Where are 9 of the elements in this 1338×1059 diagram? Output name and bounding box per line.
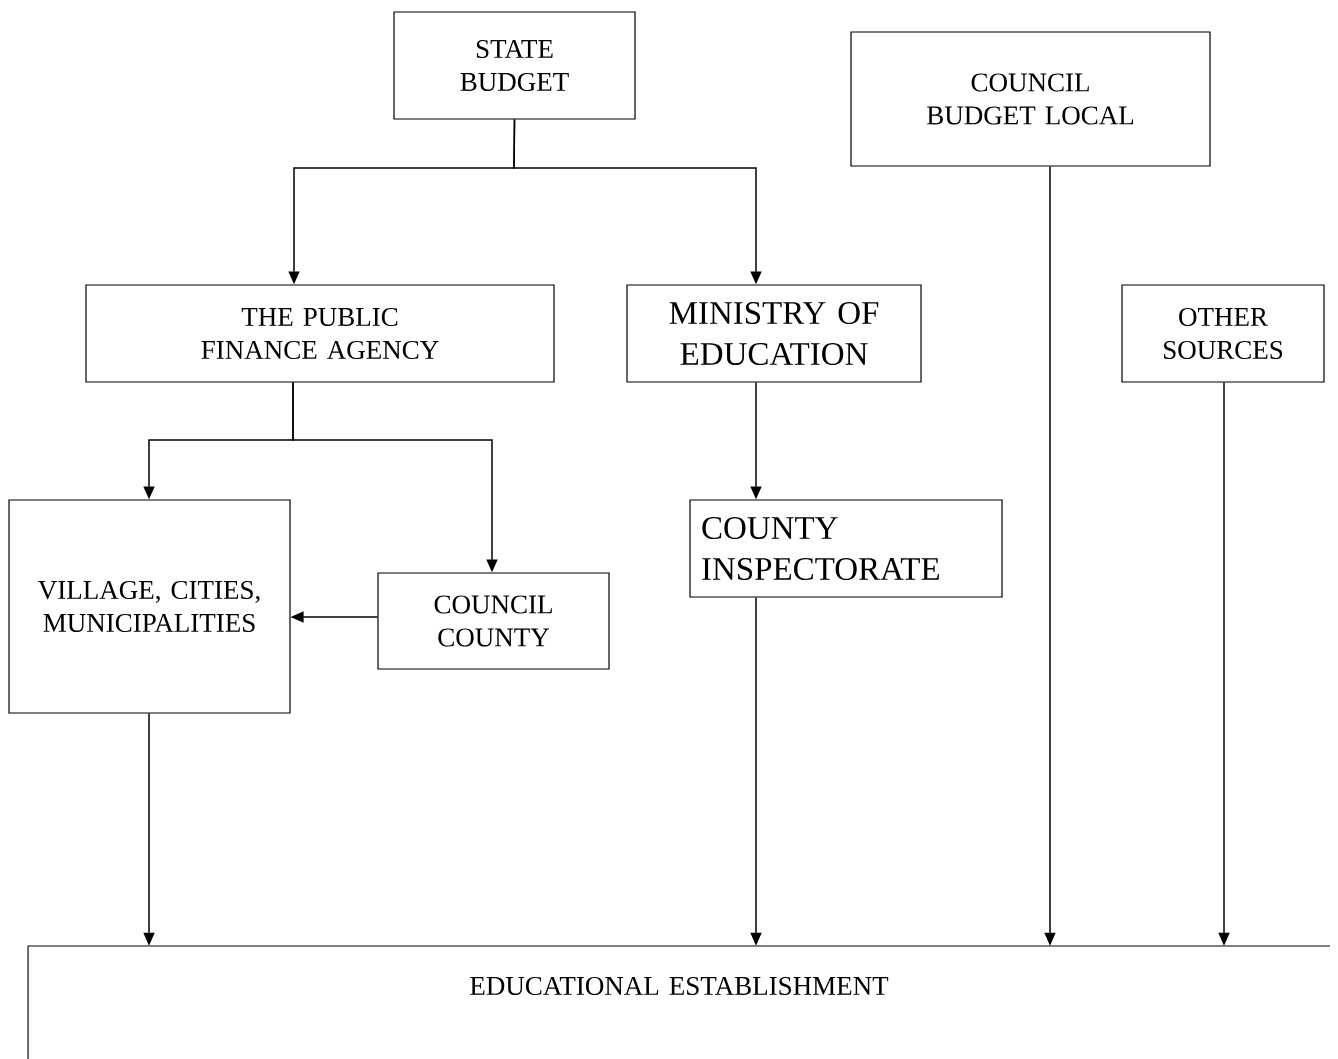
process-box: VILLAGE, CITIES, MUNICIPALITIES (8, 499, 291, 714)
process-box: OTHER SOURCES (1121, 284, 1325, 383)
process-box: MINISTRY OF EDUCATION (626, 284, 922, 383)
open-frame-box: EDUCATIONAL ESTABLISHMENT (27, 945, 1331, 1059)
process-box: THE PUBLIC FINANCE AGENCY (85, 284, 555, 383)
process-box: STATE BUDGET (393, 11, 636, 120)
process-box: COUNCIL BUDGET LOCAL (850, 31, 1211, 167)
process-box: COUNTY INSPECTORATE (689, 499, 1003, 598)
process-box: COUNCIL COUNTY (377, 572, 610, 670)
